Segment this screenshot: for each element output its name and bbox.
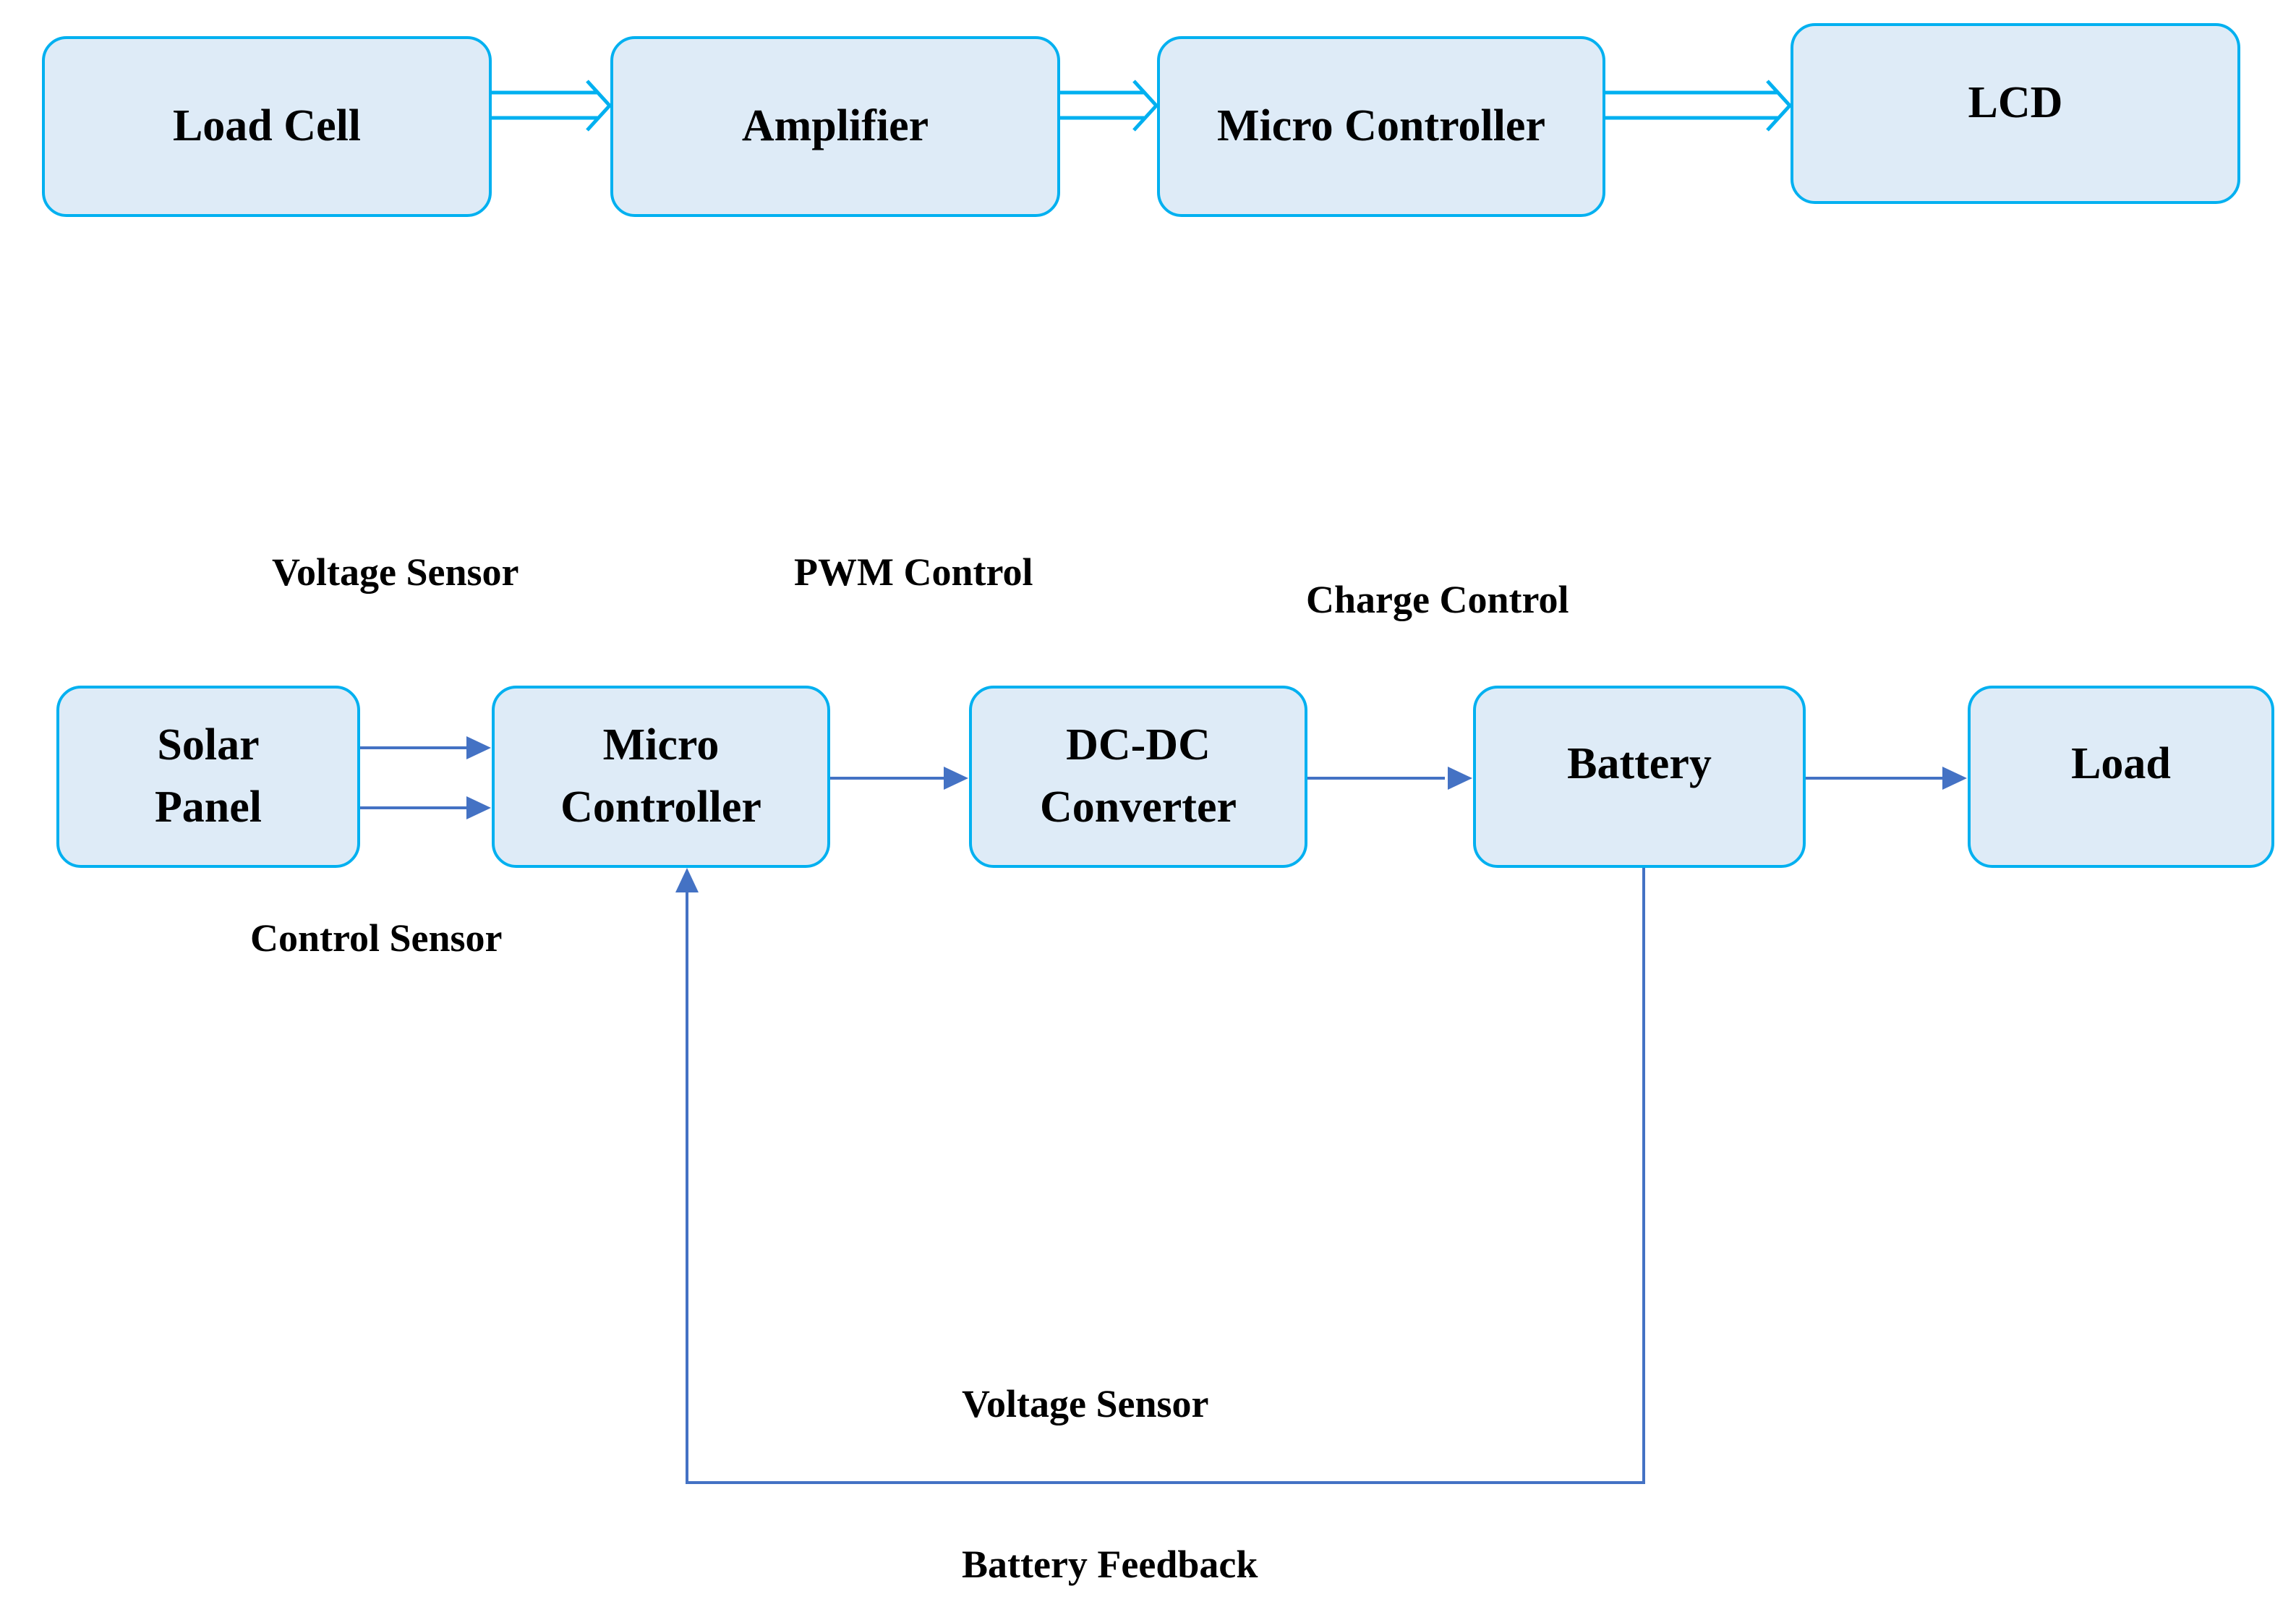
arrowhead-voltage-sensor <box>466 736 491 759</box>
top-connector-amplifier-to-micro-controller <box>1060 80 1159 132</box>
block-micro-controller[interactable]: Micro Controller <box>492 686 830 868</box>
block-lcd[interactable]: LCD <box>1791 23 2240 204</box>
feedback-path <box>686 868 1645 1484</box>
block-micro-controller-label-line1: Micro <box>602 720 720 770</box>
block-dc-dc-converter-label-line1: DC-DC <box>1066 720 1211 770</box>
label-voltage-sensor-top: Voltage Sensor <box>272 550 519 594</box>
block-micro-controller-top[interactable]: Micro Controller <box>1157 36 1605 217</box>
top-connector-micro-controller-to-lcd <box>1605 80 1793 132</box>
block-amplifier[interactable]: Amplifier <box>610 36 1060 217</box>
block-load-cell-label: Load Cell <box>172 101 362 151</box>
block-solar-panel-label-line2: Panel <box>154 783 263 832</box>
block-micro-controller-top-label: Micro Controller <box>1217 101 1545 151</box>
block-solar-panel-label-line1: Solar <box>157 720 260 770</box>
arrowhead-pwm-control <box>944 767 968 790</box>
block-dc-dc-converter[interactable]: DC-DC Converter <box>969 686 1307 868</box>
block-lcd-label: LCD <box>1968 78 2063 127</box>
block-solar-panel[interactable]: Solar Panel <box>56 686 360 868</box>
label-charge-control: Charge Control <box>1306 578 1569 621</box>
block-load-label: Load <box>2071 739 2171 788</box>
arrowhead-feedback <box>675 868 699 892</box>
label-voltage-sensor-feedback: Voltage Sensor <box>962 1382 1209 1425</box>
block-amplifier-label: Amplifier <box>741 101 929 151</box>
block-micro-controller-label-line2: Controller <box>560 783 761 832</box>
arrowhead-battery-to-load <box>1942 767 1967 790</box>
top-connector-load-cell-to-amplifier <box>492 80 613 132</box>
block-battery[interactable]: Battery <box>1473 686 1806 868</box>
block-load[interactable]: Load <box>1968 686 2274 868</box>
arrowhead-control-sensor <box>466 796 491 819</box>
label-battery-feedback: Battery Feedback <box>962 1543 1258 1586</box>
label-pwm-control: PWM Control <box>794 550 1033 594</box>
arrowhead-charge-control <box>1448 767 1472 790</box>
block-battery-label: Battery <box>1567 739 1712 788</box>
block-dc-dc-converter-label-line2: Converter <box>1040 783 1237 832</box>
label-control-sensor: Control Sensor <box>250 916 503 960</box>
block-load-cell[interactable]: Load Cell <box>42 36 492 217</box>
